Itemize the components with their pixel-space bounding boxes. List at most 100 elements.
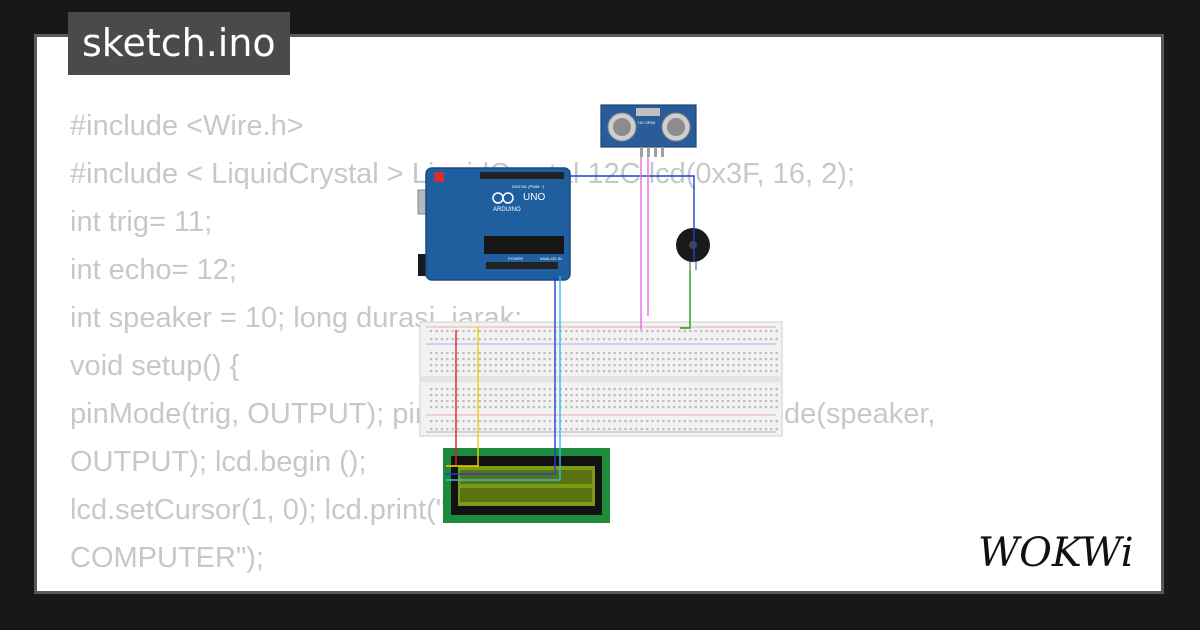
breadboard-hole (494, 358, 497, 361)
breadboard-hole (694, 370, 697, 373)
breadboard-hole (619, 338, 622, 341)
breadboard-hole (635, 394, 638, 397)
breadboard-hole (581, 388, 584, 391)
breadboard-hole (619, 428, 622, 431)
code-line: int trig= 11; (70, 206, 213, 238)
breadboard-hole (737, 428, 740, 431)
breadboard-hole (640, 358, 643, 361)
breadboard-hole (473, 406, 476, 409)
breadboard-hole (602, 358, 605, 361)
breadboard-hole (516, 364, 519, 367)
breadboard-hole (592, 428, 595, 431)
digital-header-label: DIGITAL (PWM ~) (512, 184, 545, 189)
breadboard-hole (451, 394, 454, 397)
breadboard-hole (716, 358, 719, 361)
breadboard-hole (683, 338, 686, 341)
breadboard-hole (770, 352, 773, 355)
breadboard-hole (478, 406, 481, 409)
breadboard-hole (440, 388, 443, 391)
breadboard-hole (705, 364, 708, 367)
breadboard-hole (754, 388, 757, 391)
breadboard-hole (532, 330, 535, 333)
breadboard-hole (716, 330, 719, 333)
breadboard-hole (700, 358, 703, 361)
breadboard-hole (570, 370, 573, 373)
breadboard-hole (521, 352, 524, 355)
breadboard-hole (570, 338, 573, 341)
breadboard-hole (440, 352, 443, 355)
breadboard-hole (435, 352, 438, 355)
breadboard-hole (683, 420, 686, 423)
breadboard-hole (467, 400, 470, 403)
breadboard-hole (651, 338, 654, 341)
breadboard-hole (710, 420, 713, 423)
breadboard-hole (700, 330, 703, 333)
breadboard-hole (516, 428, 519, 431)
breadboard-hole (619, 352, 622, 355)
breadboard-hole (608, 370, 611, 373)
breadboard-hole (678, 428, 681, 431)
breadboard-hole (581, 428, 584, 431)
breadboard-hole (700, 370, 703, 373)
breadboard-hole (770, 338, 773, 341)
breadboard-hole (462, 406, 465, 409)
breadboard-hole (440, 406, 443, 409)
breadboard-hole (737, 330, 740, 333)
breadboard-hole (505, 400, 508, 403)
breadboard-hole (613, 394, 616, 397)
breadboard-hole (505, 406, 508, 409)
breadboard-hole (521, 358, 524, 361)
breadboard-hole (640, 406, 643, 409)
breadboard-hole (516, 388, 519, 391)
breadboard-hole (516, 370, 519, 373)
breadboard-hole (586, 406, 589, 409)
breadboard-hole (737, 364, 740, 367)
breadboard-hole (505, 394, 508, 397)
breadboard-hole (662, 358, 665, 361)
breadboard-hole (667, 364, 670, 367)
breadboard-hole (500, 338, 503, 341)
breadboard-hole (532, 352, 535, 355)
breadboard-hole (743, 338, 746, 341)
breadboard-hole (462, 428, 465, 431)
breadboard-hole (516, 406, 519, 409)
breadboard-hole (727, 330, 730, 333)
breadboard-hole (683, 358, 686, 361)
breadboard-hole (770, 358, 773, 361)
breadboard-hole (689, 338, 692, 341)
breadboard-hole (592, 358, 595, 361)
breadboard-hole (435, 428, 438, 431)
breadboard-hole (673, 330, 676, 333)
breadboard-hole (651, 428, 654, 431)
breadboard-hole (694, 338, 697, 341)
breadboard-hole (478, 370, 481, 373)
breadboard-hole (759, 394, 762, 397)
breadboard-hole (538, 400, 541, 403)
breadboard-hole (646, 388, 649, 391)
breadboard-hole (570, 388, 573, 391)
breadboard-hole (700, 388, 703, 391)
breadboard-hole (500, 364, 503, 367)
breadboard-hole (640, 370, 643, 373)
breadboard-hole (683, 370, 686, 373)
breadboard-hole (759, 352, 762, 355)
breadboard-hole (737, 358, 740, 361)
code-line: #include <Wire.h> (70, 110, 304, 142)
breadboard-hole (608, 388, 611, 391)
breadboard-hole (689, 394, 692, 397)
breadboard-hole (435, 338, 438, 341)
breadboard-hole (532, 364, 535, 367)
breadboard-hole (489, 338, 492, 341)
breadboard-hole (673, 370, 676, 373)
breadboard-hole (770, 428, 773, 431)
breadboard-hole (716, 394, 719, 397)
breadboard-hole (608, 406, 611, 409)
breadboard-hole (538, 352, 541, 355)
breadboard-hole (624, 352, 627, 355)
breadboard-hole (430, 358, 433, 361)
breadboard-hole (651, 394, 654, 397)
breadboard-hole (775, 406, 778, 409)
breadboard-hole (700, 406, 703, 409)
breadboard-hole (592, 370, 595, 373)
breadboard-hole (581, 420, 584, 423)
